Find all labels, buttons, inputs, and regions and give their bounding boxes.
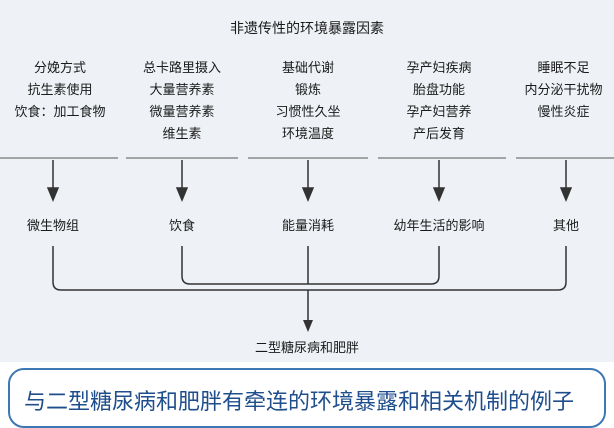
factor-item: 孕产妇营养 [406,105,472,120]
factor-item: 环境温度 [281,127,334,142]
factor-item: 胎盘功能 [412,83,465,98]
factor-item: 内分泌干扰物 [524,83,603,98]
factor-item: 饮食：加工食物 [14,105,106,120]
caption-text: 与二型糖尿病和肥胖有牵连的环境暴露和相关机制的例子 [24,390,575,415]
factor-item: 产后发育 [412,127,465,142]
category-other: 其他 [552,219,579,234]
outer-bracket [52,246,567,291]
factor-item: 大量营养素 [149,83,215,98]
factor-item: 慢性炎症 [537,105,590,120]
diagram-background [0,0,614,362]
outcome-label: 二型糖尿病和肥胖 [254,341,359,356]
factor-item: 习惯性久坐 [275,105,341,120]
caption-box: 与二型糖尿病和肥胖有牵连的环境暴露和相关机制的例子 [8,368,606,428]
arrow-microbiome [46,187,60,202]
diagram-title: 非遗传性的环境暴露因素 [230,21,384,37]
arrow-other [559,187,573,202]
connector-lines [0,157,614,332]
factor-item: 锻炼 [294,83,321,98]
factor-item: 睡眠不足 [537,61,590,76]
category-diet: 饮食 [168,219,195,234]
factor-group-early-life: 孕产妇疾病 胎盘功能 孕产妇营养 产后发育 [382,58,496,146]
factor-group-other: 睡眠不足 内分泌干扰物 慢性炎症 [513,58,614,124]
inner-bracket [181,246,440,285]
category-early-life: 幼年生活的影响 [393,219,485,234]
category-energy: 能量消耗 [281,219,334,234]
arrow-early-life [432,187,446,202]
factor-group-microbiome: 分娩方式 抗生素使用 饮食：加工食物 [0,58,120,124]
factor-item: 抗生素使用 [27,83,93,98]
arrow-diet [175,187,189,202]
factor-item: 维生素 [162,127,202,142]
arrow-energy [301,187,315,202]
factor-item: 孕产妇疾病 [406,61,472,76]
arrow-outcome [303,320,313,332]
factor-item: 分娩方式 [33,61,86,76]
factor-item: 总卡路里摄入 [142,61,221,76]
factor-item: 基础代谢 [281,61,334,76]
factor-group-diet: 总卡路里摄入 大量营养素 微量营养素 维生素 [127,58,237,146]
factor-item: 微量营养素 [149,105,215,120]
factor-group-energy: 基础代谢 锻炼 习惯性久坐 环境温度 [252,58,364,146]
category-microbiome: 微生物组 [26,219,79,234]
